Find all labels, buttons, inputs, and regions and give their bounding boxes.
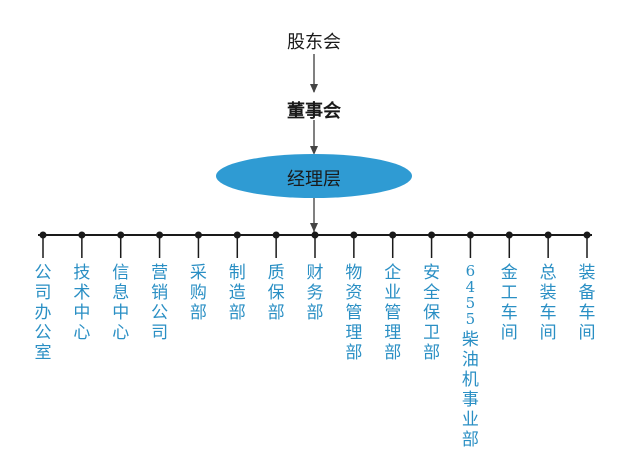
management-label: 经理层: [287, 169, 341, 190]
department-label-glyph: 备: [578, 283, 596, 303]
department-label-glyph: 造: [228, 283, 246, 303]
department-label-glyph: 心: [73, 323, 91, 343]
department-label: 财务部: [304, 263, 326, 323]
department-label-glyph: 总: [539, 263, 557, 283]
arrow-to-management: [310, 146, 318, 155]
department-label: 安全保卫部: [421, 263, 443, 363]
department-label-glyph: 资: [345, 283, 363, 303]
department-label: 金工车间: [498, 263, 520, 343]
department-label: 物资管理部: [343, 263, 365, 363]
department-label-glyph: 保: [267, 283, 285, 303]
department-label: 公司办公室: [32, 263, 54, 363]
department-label-glyph: 购: [189, 283, 207, 303]
department-label-glyph: 技: [73, 263, 91, 283]
department-label-glyph: 制: [228, 263, 246, 283]
department-label-glyph: 财: [306, 263, 324, 283]
department-label-glyph: 部: [384, 343, 402, 363]
department-label-glyph: 部: [228, 303, 246, 323]
department-label-glyph: 间: [578, 323, 596, 343]
department-label-glyph: 间: [539, 323, 557, 343]
department-label-glyph: 管: [384, 303, 402, 323]
department-label-glyph: 营: [151, 263, 169, 283]
department-label: 装备车间: [576, 263, 598, 343]
department-label-glyph: 理: [384, 323, 402, 343]
department-label-glyph: 6455: [465, 262, 476, 328]
department-label-glyph: 车: [578, 303, 596, 323]
arrow-to-board: [310, 84, 318, 93]
department-label-glyph: 业: [384, 283, 402, 303]
department-label-glyph: 办: [34, 303, 52, 323]
department-label-glyph: 机: [461, 370, 479, 390]
department-label-glyph: 车: [539, 303, 557, 323]
department-label-glyph: 卫: [423, 323, 441, 343]
department-label-glyph: 务: [306, 283, 324, 303]
department-label-glyph: 质: [267, 263, 285, 283]
shareholders-label: 股东会: [287, 32, 341, 53]
department-label-glyph: 中: [112, 303, 130, 323]
department-label-glyph: 金: [500, 263, 518, 283]
department-label-glyph: 术: [73, 283, 91, 303]
department-label: 企业管理部: [382, 263, 404, 363]
department-label-glyph: 全: [423, 283, 441, 303]
department-label-glyph: 采: [189, 263, 207, 283]
department-label: 技术中心: [71, 263, 93, 343]
department-label-glyph: 部: [189, 303, 207, 323]
department-label-glyph: 室: [34, 343, 52, 363]
department-label: 营销公司: [149, 263, 171, 343]
department-label-glyph: 信: [112, 263, 130, 283]
department-label-glyph: 装: [539, 283, 557, 303]
management-ellipse: [216, 154, 412, 198]
department-label-glyph: 理: [345, 323, 363, 343]
department-label-glyph: 部: [461, 430, 479, 450]
department-connectors: [39, 231, 591, 258]
department-label: 采购部: [187, 263, 209, 323]
department-label-glyph: 安: [423, 263, 441, 283]
arrow-to-bus: [310, 223, 318, 232]
department-label-glyph: 部: [345, 343, 363, 363]
department-label: 质保部: [265, 263, 287, 323]
department-label-glyph: 司: [34, 283, 52, 303]
department-label-glyph: 企: [384, 263, 402, 283]
department-label-glyph: 司: [151, 323, 169, 343]
department-label-glyph: 公: [34, 263, 52, 283]
department-label-glyph: 装: [578, 263, 596, 283]
department-label-glyph: 中: [73, 303, 91, 323]
department-label-glyph: 保: [423, 303, 441, 323]
department-label-glyph: 公: [34, 323, 52, 343]
department-label-glyph: 部: [306, 303, 324, 323]
department-label-glyph: 心: [112, 323, 130, 343]
department-label-glyph: 物: [345, 263, 363, 283]
department-label-glyph: 业: [461, 410, 479, 430]
department-label-glyph: 间: [500, 323, 518, 343]
department-label-glyph: 事: [461, 390, 479, 410]
department-label: 信息中心: [110, 263, 132, 343]
department-label: 6455 柴油机事业部: [459, 263, 481, 450]
department-label-glyph: 工: [500, 283, 518, 303]
department-label: 总装车间: [537, 263, 559, 343]
department-label-glyph: 公: [151, 303, 169, 323]
department-label-glyph: 油: [461, 350, 479, 370]
department-label: 制造部: [226, 263, 248, 323]
board-label: 董事会: [287, 101, 341, 122]
department-label-glyph: 销: [151, 283, 169, 303]
department-label-glyph: 车: [500, 303, 518, 323]
department-label-glyph: 部: [423, 343, 441, 363]
department-label-glyph: 息: [112, 283, 130, 303]
department-label-glyph: 部: [267, 303, 285, 323]
department-label-glyph: 柴: [461, 330, 479, 350]
department-label-glyph: 管: [345, 303, 363, 323]
